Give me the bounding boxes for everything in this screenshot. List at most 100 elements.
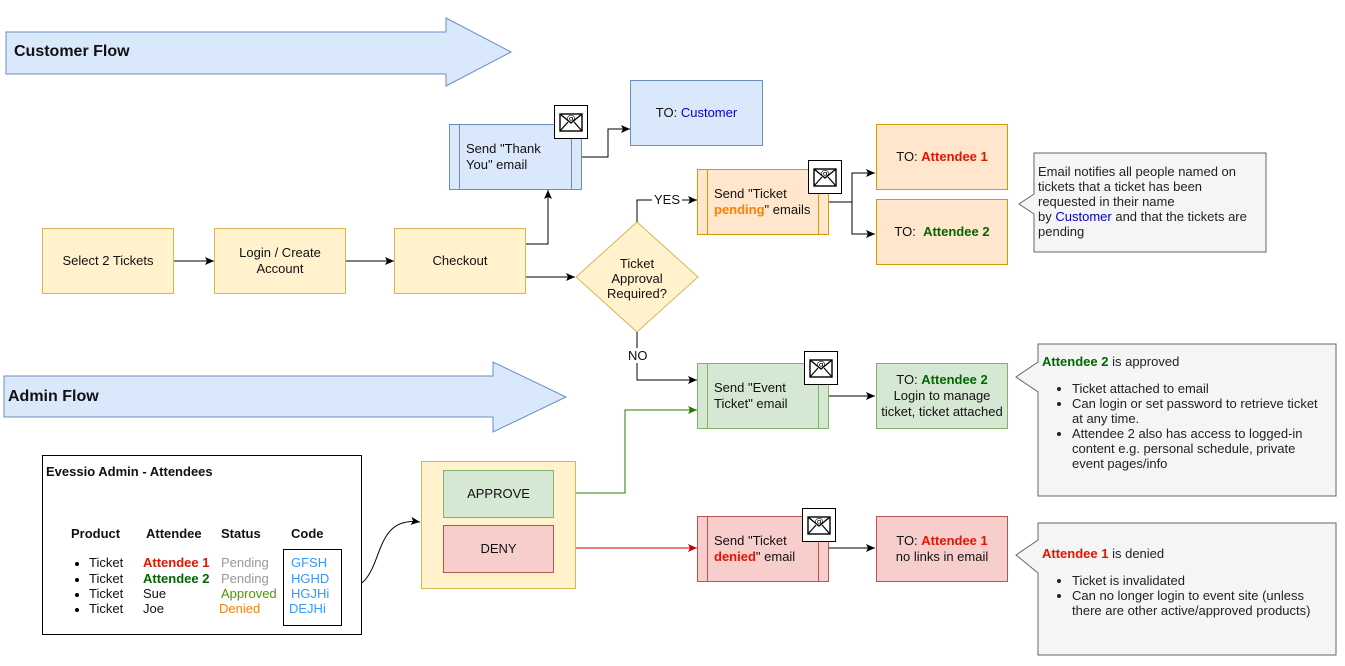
- svg-text:@: @: [567, 114, 576, 124]
- attendee1-name: Attendee 1: [921, 149, 988, 164]
- cell-attendee: Joe: [143, 601, 164, 616]
- deny-label: DENY: [480, 541, 517, 556]
- list-item: Attendee 2 also has access to logged-in …: [1072, 426, 1330, 471]
- to-attendee2-line2: Login to manage ticket, ticket attached: [881, 388, 1003, 419]
- approve-button[interactable]: APPROVE: [443, 470, 554, 518]
- to-customer-prefix: TO:: [655, 105, 678, 120]
- deny-button[interactable]: DENY: [443, 525, 554, 573]
- cell-product: Ticket: [89, 571, 124, 586]
- col-header-code: Code: [291, 526, 324, 541]
- admin-flow-title: Admin Flow: [8, 388, 99, 405]
- attendee2-name: Attendee 2: [923, 224, 990, 239]
- svg-text:@: @: [815, 517, 824, 527]
- note-denied: Attendee 1 is denied Ticket is invalidat…: [1042, 546, 1330, 618]
- cell-status: Pending: [221, 555, 269, 570]
- cell-code[interactable]: GFSH: [291, 555, 328, 570]
- send-pending-part1: Send "Ticket: [714, 186, 787, 201]
- decision-label-wrap: Ticket Approval Required?: [600, 254, 674, 302]
- edge-pending-att2: [829, 201, 875, 238]
- cell-code[interactable]: HGHD: [291, 571, 330, 586]
- send-denied-word: denied: [714, 549, 756, 564]
- list-item: Ticket is invalidated: [1072, 573, 1330, 588]
- note-denied-heading: Attendee 1 is denied: [1042, 546, 1330, 561]
- note-denied-status: is denied: [1112, 546, 1165, 561]
- note-approved: Attendee 2 is approved Ticket attached t…: [1042, 354, 1330, 471]
- bullet: [75, 593, 79, 597]
- admin-panel-title: Evessio Admin - Attendees: [46, 464, 213, 479]
- note-approved-who: Attendee 2: [1042, 354, 1109, 369]
- cell-attendee: Attendee 2: [143, 571, 210, 586]
- to-attendee1-line2: no links in email: [895, 549, 989, 564]
- approve-label: APPROVE: [467, 486, 530, 501]
- to-customer-box: TO: Customer: [630, 80, 763, 146]
- checkout-step: Checkout: [394, 228, 526, 294]
- cell-attendee: Attendee 1: [143, 555, 210, 570]
- to-prefix: TO:: [896, 149, 918, 164]
- admin-flow-arrow: [3, 361, 568, 433]
- cell-status: Denied: [219, 601, 261, 616]
- cell-product: Ticket: [89, 601, 124, 616]
- send-event-label: Send "Event Ticket" email: [714, 380, 788, 411]
- note-approved-shape: [1015, 343, 1337, 497]
- edge-thanks-customer: [582, 125, 630, 158]
- code-highlight-box: [283, 549, 342, 626]
- bullet: [75, 608, 79, 612]
- send-thanks-label: Send "Thank You" email: [466, 141, 541, 172]
- email-icon: @: [808, 160, 842, 194]
- to-customer-name: Customer: [680, 105, 738, 120]
- to-attendee2-pending-box: TO: Attendee 2: [876, 199, 1008, 265]
- to-attendee2-line1: TO: Attendee 2: [896, 372, 988, 388]
- col-header-attendee: Attendee: [146, 526, 202, 541]
- note-pending-customer: Customer: [1055, 209, 1112, 224]
- customer-flow-title: Customer Flow: [14, 43, 130, 60]
- col-header-product: Product: [71, 526, 121, 541]
- note-pending-line2: and that the tickets are pending: [1038, 209, 1247, 239]
- note-denied-shape: [1015, 522, 1337, 656]
- list-item: Can no longer login to event site (unles…: [1072, 588, 1330, 618]
- edge-approve-event: [553, 406, 697, 494]
- attendee1-name: Attendee 1: [921, 533, 988, 548]
- cell-status: Approved: [221, 586, 277, 601]
- bullet: [75, 578, 79, 582]
- cell-status: Pending: [221, 571, 269, 586]
- note-pending-shape: [1018, 152, 1267, 253]
- send-denied-part1: Send "Ticket: [714, 533, 787, 548]
- list-item: Can login or set password to retrieve ti…: [1072, 396, 1330, 426]
- cell-product: Ticket: [89, 586, 124, 601]
- note-pending: Email notifies all people named on ticke…: [1038, 164, 1260, 239]
- admin-attendees-panel: Evessio Admin - Attendees Product Attend…: [42, 455, 362, 635]
- to-attendee1-pending-box: TO: Attendee 1: [876, 124, 1008, 190]
- to-attendee1-denied-box: TO: Attendee 1 no links in email: [876, 516, 1008, 582]
- note-denied-who: Attendee 1: [1042, 546, 1109, 561]
- to-attendee2-approved-box: TO: Attendee 2 Login to manage ticket, t…: [876, 363, 1008, 429]
- select-tickets-step: Select 2 Tickets: [42, 228, 174, 294]
- decision-label: Ticket Approval Required?: [607, 255, 667, 301]
- note-pending-by: by: [1038, 209, 1052, 224]
- bullet: [75, 562, 79, 566]
- email-icon: @: [802, 508, 836, 542]
- to-prefix: TO:: [896, 533, 918, 548]
- note-approved-status: is approved: [1112, 354, 1180, 369]
- no-label: NO: [626, 348, 650, 363]
- note-denied-list: Ticket is invalidated Can no longer logi…: [1042, 573, 1330, 618]
- send-pending-word: pending: [714, 202, 765, 217]
- to-prefix: TO:: [896, 372, 918, 387]
- svg-text:@: @: [821, 169, 830, 179]
- login-label: Login / Create Account: [239, 245, 321, 276]
- cell-attendee: Sue: [143, 586, 167, 601]
- select-tickets-label: Select 2 Tickets: [62, 253, 154, 268]
- cell-code[interactable]: HGJHi: [291, 586, 330, 601]
- send-pending-part2: " emails: [764, 202, 811, 217]
- note-pending-line1: Email notifies all people named on ticke…: [1038, 164, 1237, 209]
- col-header-status: Status: [221, 526, 261, 541]
- to-attendee1-line1: TO: Attendee 1: [896, 533, 988, 549]
- note-approved-list: Ticket attached to email Can login or se…: [1042, 381, 1330, 471]
- customer-flow-arrow: [5, 17, 513, 87]
- cell-code[interactable]: DEJHi: [289, 601, 326, 616]
- login-step: Login / Create Account: [214, 228, 346, 294]
- note-approved-heading: Attendee 2 is approved: [1042, 354, 1330, 369]
